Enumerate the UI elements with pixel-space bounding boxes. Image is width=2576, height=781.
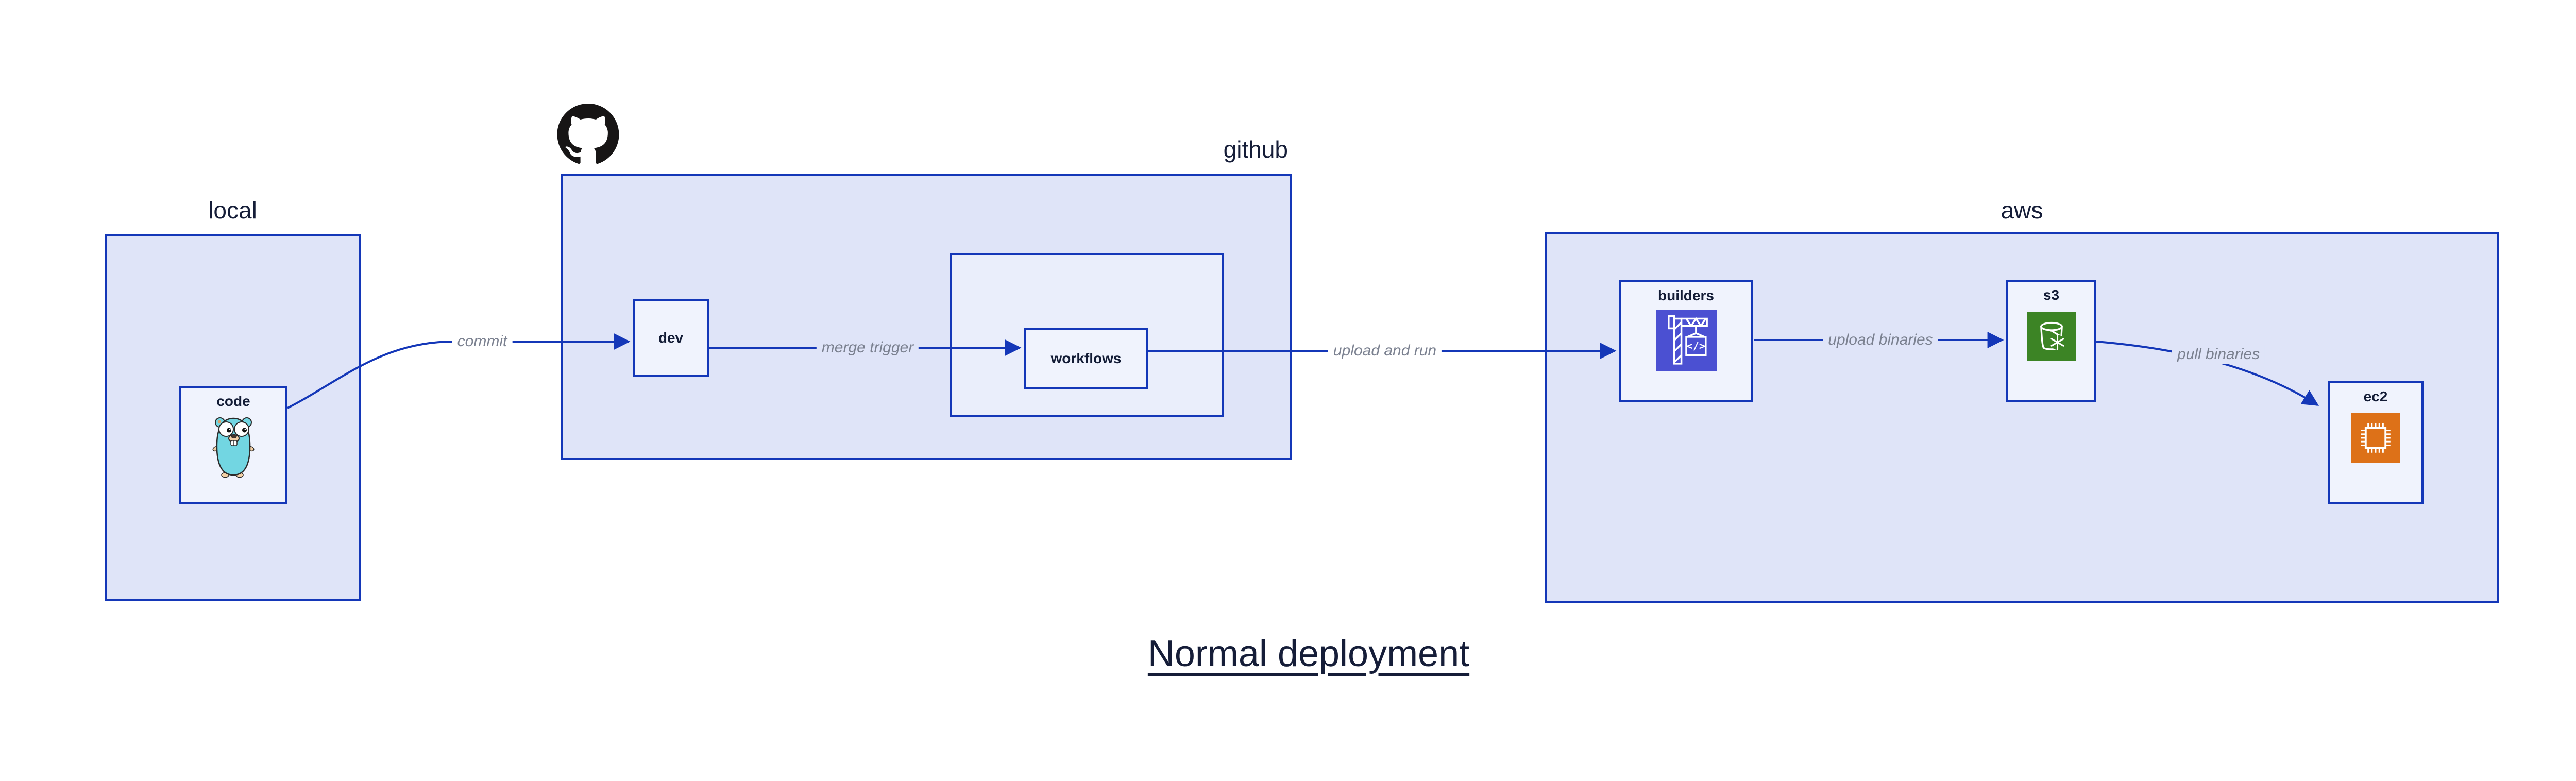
github-octocat-logo-icon <box>557 104 619 164</box>
edge-label-pull-binaries: pull binaries <box>2172 345 2265 364</box>
node-workflows: workflows <box>1024 328 1148 389</box>
node-ec2: ec2 <box>2328 381 2424 504</box>
node-builders: builders </> <box>1619 280 1753 402</box>
go-gopher-icon <box>212 417 255 478</box>
edge-label-commit: commit <box>452 332 513 351</box>
node-dev: dev <box>633 299 709 377</box>
node-dev-label: dev <box>658 329 684 346</box>
node-s3-label: s3 <box>2043 287 2060 303</box>
s3-bucket-icon <box>2026 312 2076 362</box>
node-code-label: code <box>216 393 250 409</box>
node-workflows-label: workflows <box>1050 350 1122 366</box>
edge-label-merge-trigger: merge trigger <box>816 338 919 357</box>
github-container-label: github <box>1223 136 1288 163</box>
codebuild-crane-icon: </> <box>1655 310 1717 371</box>
edge-label-upload-binaries: upload binaries <box>1823 331 1938 349</box>
aws-container-label: aws <box>2001 197 2043 224</box>
local-container-label: local <box>208 197 257 224</box>
edge-label-upload-and-run: upload and run <box>1328 342 1442 360</box>
node-builders-label: builders <box>1658 287 1714 303</box>
ec2-chip-icon <box>2351 413 2400 463</box>
node-s3: s3 <box>2006 280 2096 402</box>
node-code: code <box>179 386 287 504</box>
svg-text:</>: </> <box>1686 340 1705 352</box>
node-ec2-label: ec2 <box>2363 388 2388 404</box>
diagram-title: Normal deployment <box>1147 633 1470 674</box>
